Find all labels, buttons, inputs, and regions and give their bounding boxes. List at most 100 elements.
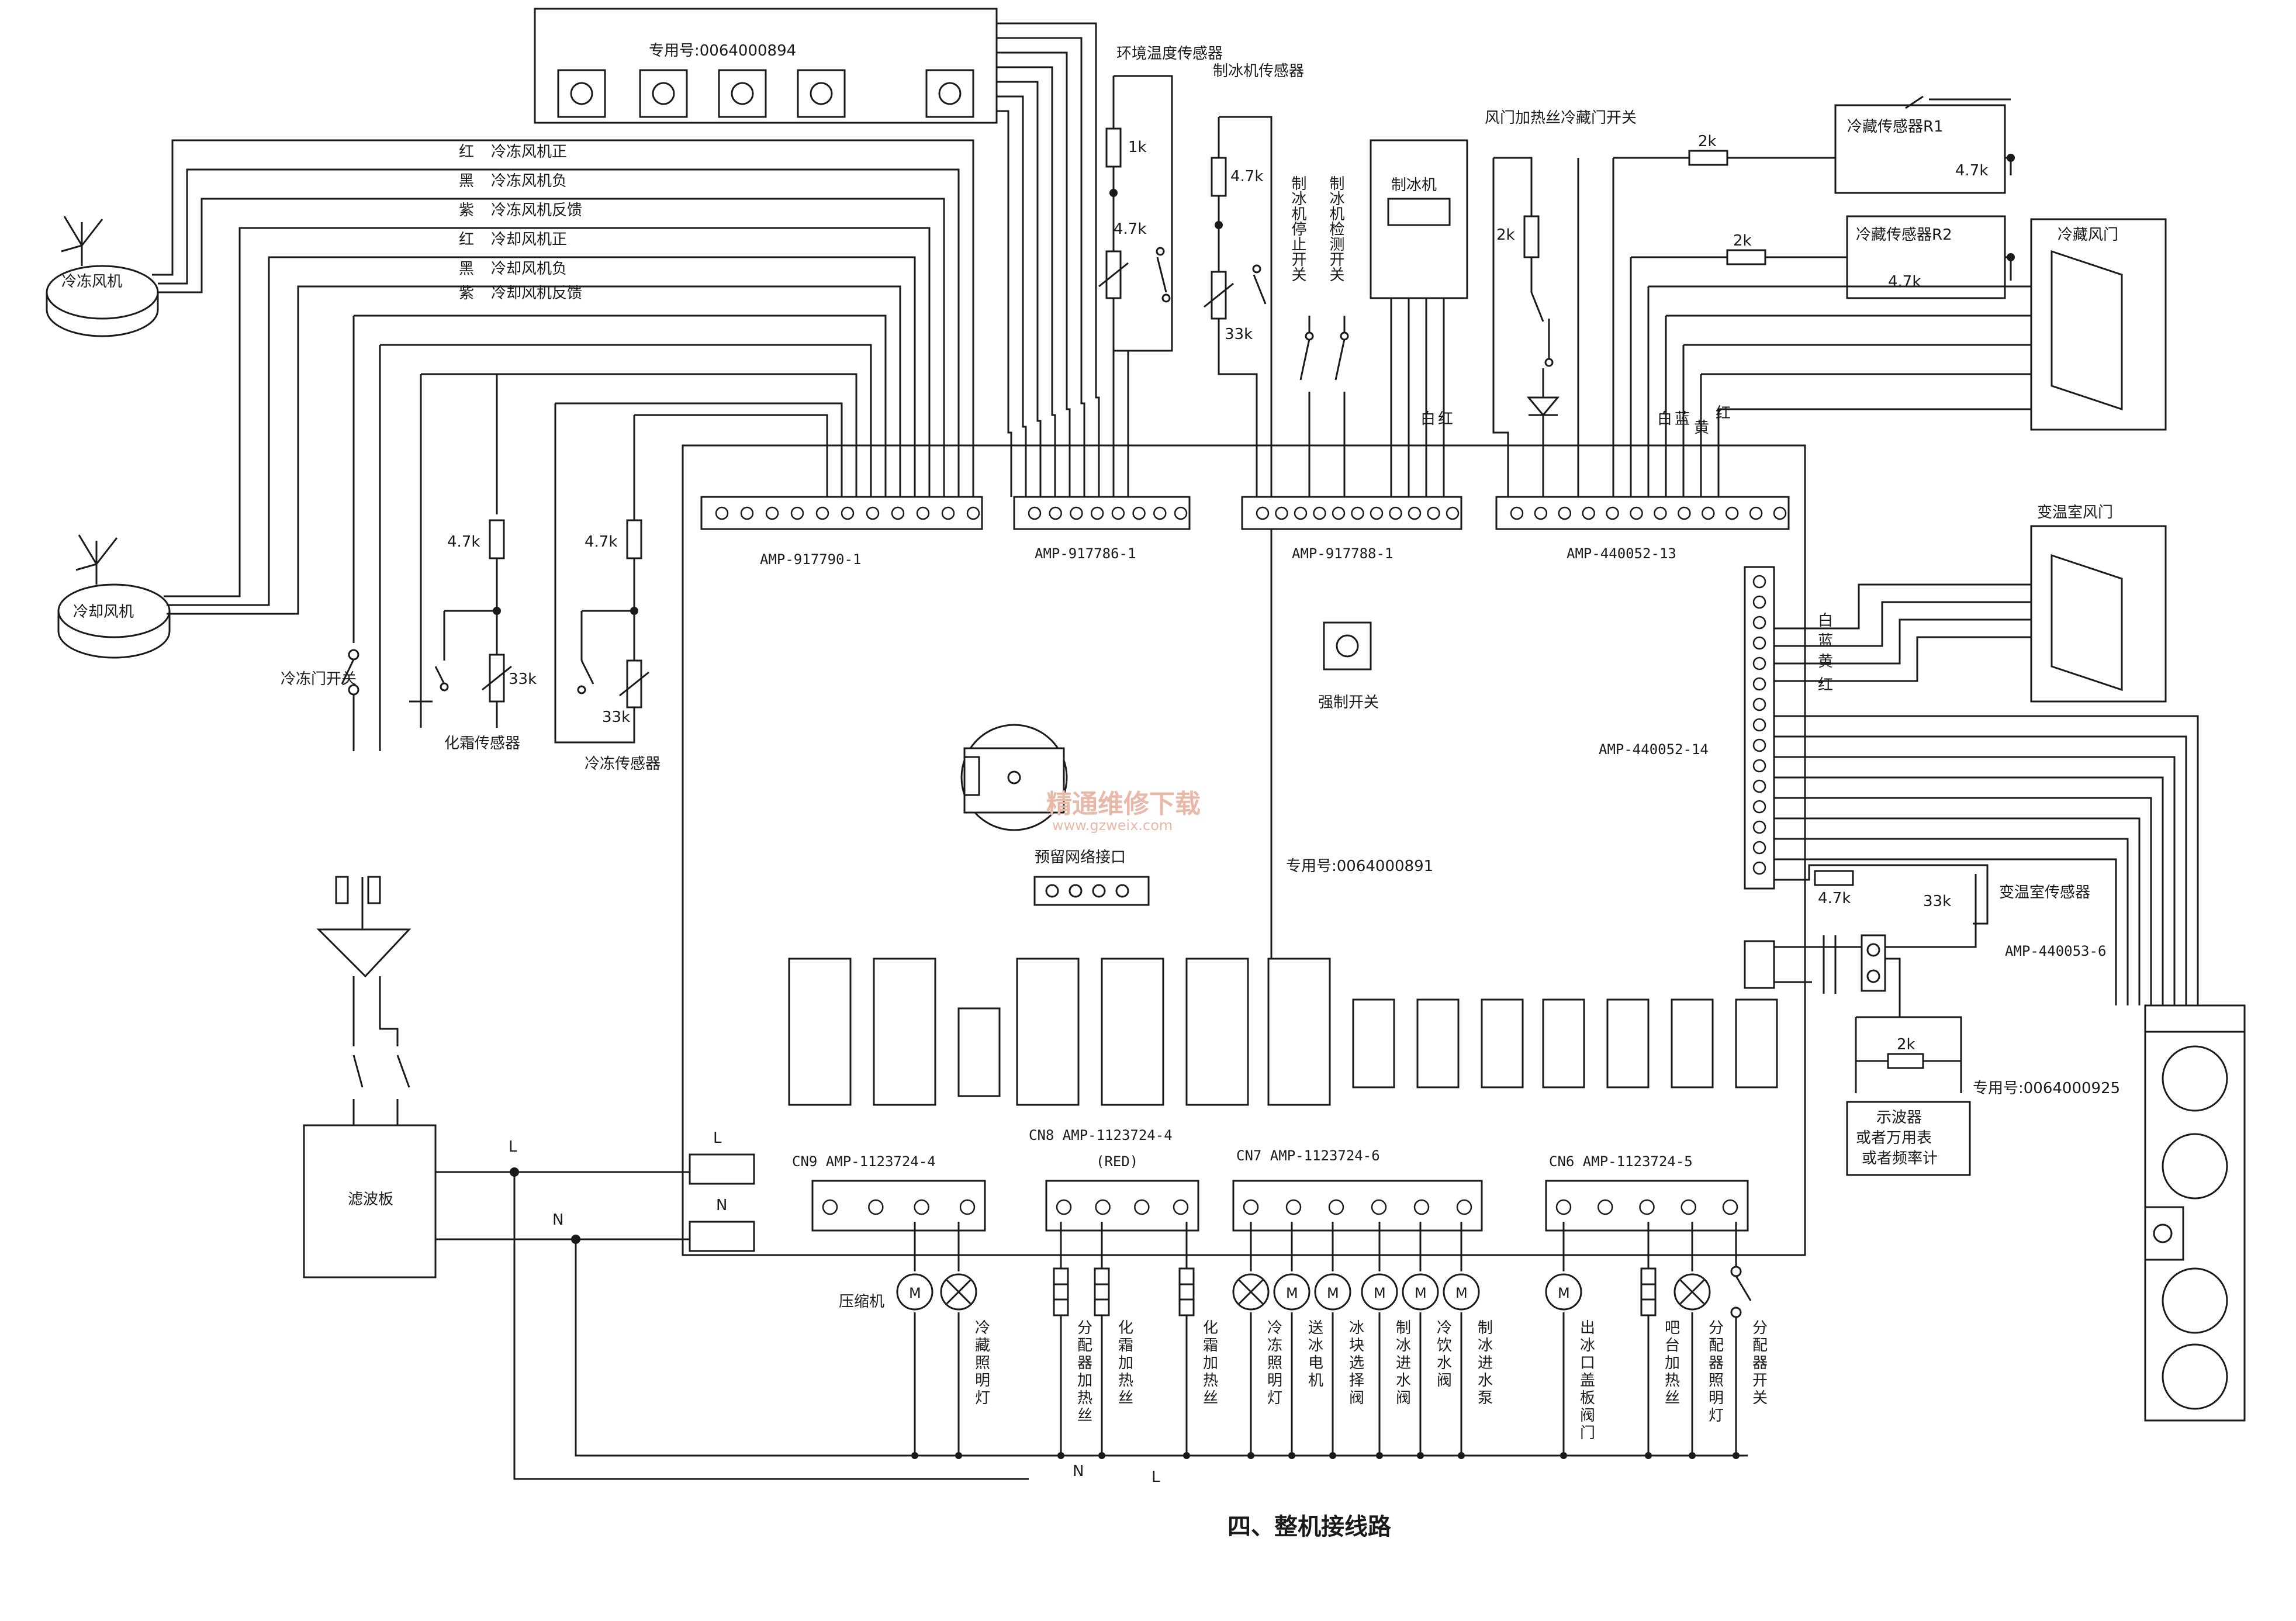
variable-damper-wire-red: 红 xyxy=(1818,676,1833,694)
icemaker-box: 制冰机 白 红 xyxy=(1370,139,1468,497)
fridge-sensor-r2: 2k 冷藏传感器R2 4.7k xyxy=(1630,215,2015,497)
load-label: 压缩机 xyxy=(839,1293,884,1311)
load-label: 制 xyxy=(1478,1319,1493,1337)
board-l-label: L xyxy=(713,1129,722,1147)
connector-pin xyxy=(1597,1199,1613,1215)
cn7-label: CN7 AMP-1123724-6 xyxy=(1236,1148,1380,1164)
connector-pin xyxy=(868,1199,884,1215)
fridge-damper-wire-red: 红 xyxy=(1716,405,1731,422)
load-label: 泵 xyxy=(1478,1390,1493,1407)
fridge-damper: 冷藏风门 白 蓝 黄 红 xyxy=(1647,218,2167,497)
icemaker-sensor: 制冰机传感器 4.7k 33k xyxy=(1204,63,1304,1081)
load-label: 冷 xyxy=(1267,1319,1282,1337)
force-switch-label: 强制开关 xyxy=(1318,694,1379,711)
connector-pin xyxy=(941,506,955,520)
load-label: 藏 xyxy=(975,1337,990,1354)
defrost-r-33k: 33k xyxy=(509,670,537,688)
ambient-sensor: 环境温度传感器 1k 4.7k xyxy=(1098,45,1223,497)
load-label: 化 xyxy=(1203,1319,1218,1337)
load-label: 丝 xyxy=(1665,1390,1680,1407)
fan-wire-color-4: 红 xyxy=(459,231,474,248)
var-sensor-r-4k7: 4.7k xyxy=(1818,890,1851,907)
ambient-r-4k7: 4.7k xyxy=(1114,220,1146,238)
connector-pin xyxy=(1389,506,1402,520)
load-label: 器 xyxy=(1077,1354,1092,1372)
connector-pin xyxy=(765,506,779,520)
load-label: 丝 xyxy=(1118,1390,1133,1407)
instrument-line-2: 或者万用表 xyxy=(1856,1129,1932,1147)
instrument-probe: 2k 示波器 或者万用表 或者频率计 专用号:0064000925 xyxy=(1744,874,2120,1176)
load-label: 灯 xyxy=(1267,1390,1282,1407)
connector-pin xyxy=(1752,861,1766,875)
freezer-r-33k: 33k xyxy=(602,708,630,726)
icemaker-detect-switch-label: 制冰机检测开关 xyxy=(1327,175,1344,282)
load-label: 配 xyxy=(1709,1337,1724,1354)
freezer-fan-label: 冷冻风机 xyxy=(61,273,122,291)
connector-pin xyxy=(1752,616,1766,630)
load-label: 化 xyxy=(1118,1319,1133,1337)
load-label: 配 xyxy=(1752,1337,1768,1354)
connector-pin xyxy=(1153,506,1167,520)
load-label: 关 xyxy=(1752,1390,1768,1407)
instrument-line-3: 或者频率计 xyxy=(1862,1150,1938,1167)
load-label: 加 xyxy=(1077,1372,1092,1390)
icemaker-r-4k7: 4.7k xyxy=(1230,168,1263,185)
connector-pin xyxy=(1752,759,1766,773)
connector-pin xyxy=(1243,1199,1259,1215)
connector-pin xyxy=(1090,506,1104,520)
connector-c6-label: AMP-440053-6 xyxy=(2005,943,2106,959)
fridge-r2-r-4k7: 4.7k xyxy=(1888,273,1921,291)
connector-c3-label: AMP-917788-1 xyxy=(1292,545,1393,562)
load-label: 加 xyxy=(1118,1354,1133,1372)
load-label: 明 xyxy=(1709,1390,1724,1407)
motor-symbol: M xyxy=(1327,1285,1339,1301)
connector-pin xyxy=(1558,506,1572,520)
freezer-door-switch: 冷冻门开关 xyxy=(281,314,887,751)
connector-pin xyxy=(891,506,905,520)
connector-pin xyxy=(1028,506,1042,520)
fan-wire-label-6: 冷却风机反馈 xyxy=(491,285,582,302)
connector-c5-label: AMP-440052-14 xyxy=(1599,741,1709,758)
fan-wire-label-1: 冷冻风机正 xyxy=(491,143,567,161)
connector-pin xyxy=(1555,1199,1572,1215)
load-label: 门 xyxy=(1580,1425,1595,1442)
load-label: 择 xyxy=(1349,1372,1364,1390)
watermark-url: www.gzweix.com xyxy=(1052,817,1173,834)
filter-label: 滤波板 xyxy=(348,1191,393,1208)
connector-pin xyxy=(1678,506,1691,520)
fan-wire-color-3: 紫 xyxy=(459,202,474,219)
connector-amp-440052-13: AMP-440052-13 xyxy=(1495,496,1790,562)
bottom-connector-pins xyxy=(822,1199,1738,1215)
load-label: 配 xyxy=(1077,1337,1092,1354)
bottom-connectors: CN9 AMP-1123724-4 CN8 AMP-1123724-4 (RED… xyxy=(792,1127,1749,1232)
defrost-sensor-label: 化霜传感器 xyxy=(444,735,520,752)
freezer-r-4k7: 4.7k xyxy=(585,533,617,551)
cn8-label: CN8 AMP-1123724-4 xyxy=(1029,1127,1173,1143)
fridge-damper-wire-white: 白 xyxy=(1657,410,1672,428)
load-label: 分 xyxy=(1752,1319,1768,1337)
connector-pin xyxy=(1285,1199,1302,1215)
load-label: 霜 xyxy=(1118,1337,1133,1354)
instrument-line-1: 示波器 xyxy=(1876,1109,1922,1126)
load-label: 水 xyxy=(1396,1372,1411,1390)
connector-amp-917786-1: AMP-917786-1 xyxy=(1013,496,1191,562)
variable-damper-label: 变温室风门 xyxy=(2037,504,2113,521)
connector-pin xyxy=(1275,506,1288,520)
load-label: 冰 xyxy=(1580,1337,1595,1354)
fridge-door-switch: 冷藏门开关 xyxy=(1561,109,1637,497)
connector-pin xyxy=(1752,677,1766,691)
instrument-r-2k: 2k xyxy=(1897,1036,1915,1053)
variable-room-damper: 变温室风门 白 蓝 黄 红 xyxy=(1774,504,2167,703)
freezer-sensor-label: 冷冻传感器 xyxy=(585,755,661,773)
load-label: 阀 xyxy=(1349,1390,1364,1407)
instrument-part-no: 专用号:0064000925 xyxy=(1973,1080,2120,1097)
cn9-label: CN9 AMP-1123724-4 xyxy=(792,1153,936,1170)
